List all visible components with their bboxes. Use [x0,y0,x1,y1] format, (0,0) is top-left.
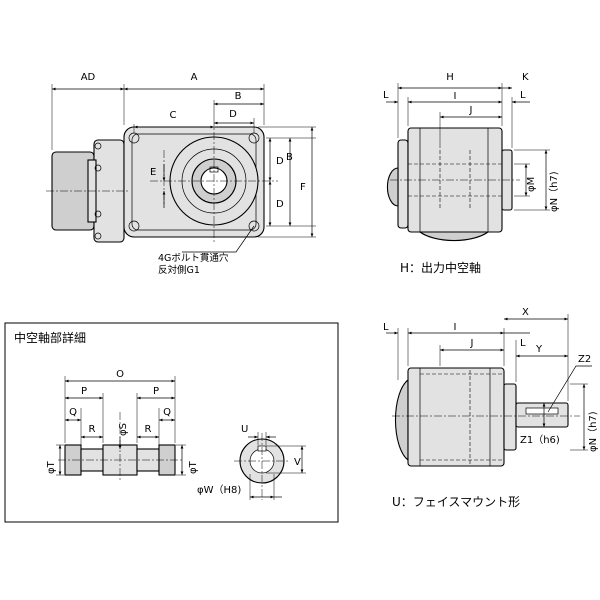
bottom-right-view: X L I L J Y Z2 Z1（h6) φN（h7) U：フェイスマウント形 [383,307,599,509]
dim-n-label: φN（h7) [548,171,560,212]
dim-d-right1-label: D [276,156,284,167]
dim-o-label: O [116,369,124,380]
dim-l-left-label: L [383,90,389,101]
dim-d-top-label: D [229,109,237,120]
dim-i-label: I [454,91,457,102]
dim-r-left-label: R [89,424,96,435]
dim-q-left-label: Q [69,407,77,418]
dim-e-label: E [150,167,156,178]
dim-v-label: V [294,457,301,468]
dim-t-left-label: φT [46,460,57,474]
dim-u-label: U [241,424,248,435]
dim-y-label: Y [535,344,543,355]
bolt-note-line2: 反対側G1 [158,264,200,276]
dim-t-right-label: φT [188,460,199,474]
dim-k-label: K [522,72,529,83]
dim-c-label: C [170,110,177,121]
dim-n-label-b: φN（h7) [587,411,599,452]
dim-q-right-label: Q [163,407,171,418]
dim-i-label-b: I [454,322,457,333]
dim-s-label: φS [118,423,129,436]
bolt-note-line1: 4Gボルト貫通穴 [158,252,229,264]
dim-ad-label: AD [81,72,96,83]
dim-z1-label: Z1（h6) [520,434,560,446]
dim-z2-label: Z2 [578,354,591,365]
top-left-view: AD A B C D D B D E F 4Gボルト貫通穴 反対側G1 [46,72,316,276]
dim-h-label: H [446,72,454,83]
dim-j-label-b: J [470,338,474,349]
dim-j-label: J [469,105,473,116]
dim-f-label: F [300,182,306,193]
caption-hollow-shaft: H：出力中空軸 [400,260,481,275]
dim-p-left-label: P [81,386,87,397]
detail-box: 中空軸部詳細 O P P Q Q R [4,322,339,523]
dim-m-label: φM [526,177,537,192]
dim-l-right-label: L [520,90,526,101]
top-right-view: H K L I L J φM φN（h7) H：出力中空軸 [383,72,560,275]
dim-a-label: A [191,72,198,83]
dim-l-right-label-b: L [520,338,526,349]
detail-title: 中空軸部詳細 [14,330,86,345]
dim-w-label: φW（H8) [197,484,241,496]
caption-face-mount: U：フェイスマウント形 [392,495,520,509]
dim-x-label: X [522,307,529,318]
dim-b-top-label: B [235,91,242,102]
dim-p-right-label: P [153,386,159,397]
dim-r-right-label: R [145,424,152,435]
dim-b-right-label: B [286,152,293,163]
dim-d-right2-label: D [276,199,284,210]
dim-l-left-label-b: L [383,322,389,333]
